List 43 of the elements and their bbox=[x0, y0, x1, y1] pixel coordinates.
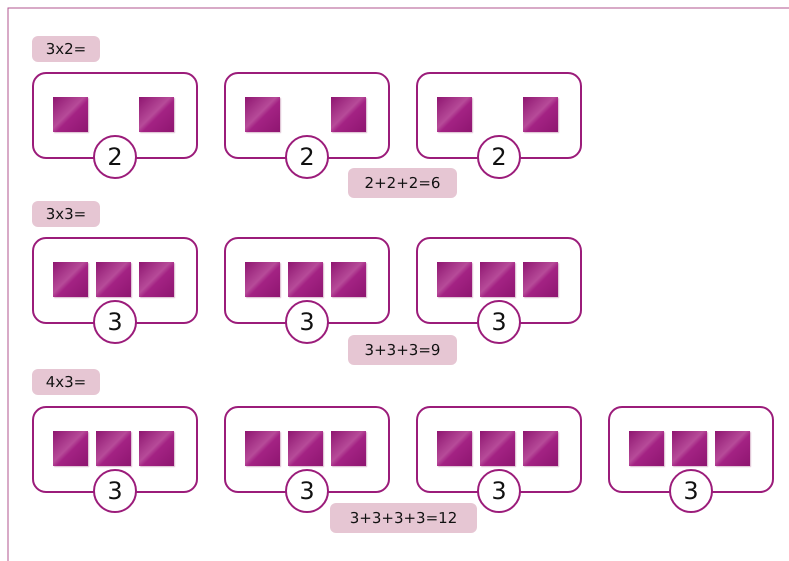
group-size-circle: 3 bbox=[285, 469, 329, 513]
counter-square bbox=[523, 262, 558, 297]
counter-square bbox=[96, 262, 131, 297]
equation-label: 3+3+3+3=12 bbox=[330, 503, 477, 533]
counter-square bbox=[139, 97, 174, 132]
equation-label: 3+3+3=9 bbox=[348, 335, 457, 365]
counter-square bbox=[288, 262, 323, 297]
group-size-circle: 2 bbox=[477, 135, 521, 179]
counter-square bbox=[672, 431, 707, 466]
counter-square bbox=[53, 97, 88, 132]
group-size-circle: 3 bbox=[93, 300, 137, 344]
counter-square bbox=[245, 262, 280, 297]
counter-square bbox=[139, 431, 174, 466]
group-size-circle: 3 bbox=[93, 469, 137, 513]
counter-square bbox=[331, 97, 366, 132]
counter-square bbox=[480, 262, 515, 297]
counter-square bbox=[245, 97, 280, 132]
counter-square bbox=[53, 262, 88, 297]
counter-square bbox=[629, 431, 664, 466]
counter-square bbox=[480, 431, 515, 466]
counter-square bbox=[523, 431, 558, 466]
equation-label: 4x3= bbox=[32, 369, 100, 395]
group-size-circle: 2 bbox=[93, 135, 137, 179]
group-size-circle: 2 bbox=[285, 135, 329, 179]
group-size-circle: 3 bbox=[477, 300, 521, 344]
counter-square bbox=[288, 431, 323, 466]
equation-label: 3x3= bbox=[32, 201, 100, 227]
counter-square bbox=[53, 431, 88, 466]
equation-label: 2+2+2=6 bbox=[348, 168, 457, 198]
counter-square bbox=[139, 262, 174, 297]
group-size-circle: 3 bbox=[477, 469, 521, 513]
counter-square bbox=[245, 431, 280, 466]
counter-square bbox=[437, 431, 472, 466]
group-size-circle: 3 bbox=[669, 469, 713, 513]
counter-square bbox=[437, 97, 472, 132]
counter-square bbox=[715, 431, 750, 466]
counter-square bbox=[437, 262, 472, 297]
equation-label: 3x2= bbox=[32, 36, 100, 62]
group-size-circle: 3 bbox=[285, 300, 329, 344]
counter-square bbox=[96, 431, 131, 466]
counter-square bbox=[331, 262, 366, 297]
counter-square bbox=[331, 431, 366, 466]
counter-square bbox=[523, 97, 558, 132]
